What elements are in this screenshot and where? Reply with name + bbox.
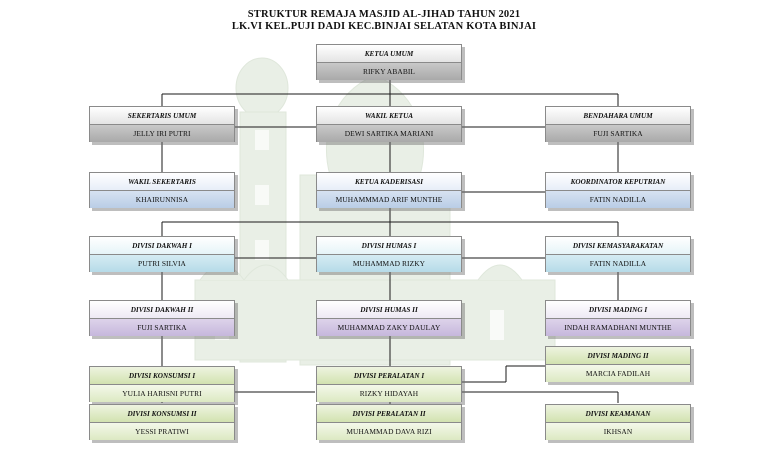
node-role: KETUA UMUM xyxy=(317,45,461,63)
node-ketua-umum: KETUA UMUM RIFKY ABABIL xyxy=(316,44,462,80)
node-role: WAKIL SEKERTARIS xyxy=(90,173,234,191)
node-role: DIVISI KONSUMSI II xyxy=(90,405,234,423)
chart-title: STRUKTUR REMAJA MASJID AL-JIHAD TAHUN 20… xyxy=(247,9,521,20)
node-name: FATIN NADILLA xyxy=(546,191,690,208)
node-koordinator-keputrian: KOORDINATOR KEPUTRIAN FATIN NADILLA xyxy=(545,172,691,208)
node-name: MUHAMMAD ZAKY DAULAY xyxy=(317,319,461,336)
node-role: DIVISI HUMAS II xyxy=(317,301,461,319)
node-role: DIVISI PERALATAN II xyxy=(317,405,461,423)
node-name: INDAH RAMADHANI MUNTHE xyxy=(546,319,690,336)
node-divisi-humas-2: DIVISI HUMAS II MUHAMMAD ZAKY DAULAY xyxy=(316,300,462,336)
node-name: MUHAMMMAD ARIF MUNTHE xyxy=(317,191,461,208)
node-role: BENDAHARA UMUM xyxy=(546,107,690,125)
node-divisi-peralatan-1: DIVISI PERALATAN I RIZKY HIDAYAH xyxy=(316,366,462,402)
node-name: MUHAMMAD RIZKY xyxy=(317,255,461,272)
node-role: SEKERTARIS UMUM xyxy=(90,107,234,125)
node-divisi-kemasyarakatan: DIVISI KEMASYARAKATAN FATIN NADILLA xyxy=(545,236,691,272)
node-name: YULIA HARISNI PUTRI xyxy=(90,385,234,402)
node-divisi-mading-2: DIVISI MADING II MARCIA FADILAH xyxy=(545,346,691,382)
node-role: DIVISI MADING II xyxy=(546,347,690,365)
node-divisi-peralatan-2: DIVISI PERALATAN II MUHAMMAD DAVA RIZI xyxy=(316,404,462,440)
node-role: WAKIL KETUA xyxy=(317,107,461,125)
node-name: YESSI PRATIWI xyxy=(90,423,234,440)
node-role: DIVISI DAKWAH II xyxy=(90,301,234,319)
node-divisi-konsumsi-2: DIVISI KONSUMSI II YESSI PRATIWI xyxy=(89,404,235,440)
node-divisi-dakwah-2: DIVISI DAKWAH II FUJI SARTIKA xyxy=(89,300,235,336)
node-role: DIVISI DAKWAH I xyxy=(90,237,234,255)
node-sekertaris-umum: SEKERTARIS UMUM JELLY IRI PUTRI xyxy=(89,106,235,142)
node-name: MUHAMMAD DAVA RIZI xyxy=(317,423,461,440)
node-divisi-keamanan: DIVISI KEAMANAN IKHSAN xyxy=(545,404,691,440)
node-name: JELLY IRI PUTRI xyxy=(90,125,234,142)
node-divisi-dakwah-1: DIVISI DAKWAH I PUTRI SILVIA xyxy=(89,236,235,272)
node-role: KOORDINATOR KEPUTRIAN xyxy=(546,173,690,191)
node-divisi-mading-1: DIVISI MADING I INDAH RAMADHANI MUNTHE xyxy=(545,300,691,336)
node-name: DEWI SARTIKA MARIANI xyxy=(317,125,461,142)
node-role: DIVISI MADING I xyxy=(546,301,690,319)
node-divisi-humas-1: DIVISI HUMAS I MUHAMMAD RIZKY xyxy=(316,236,462,272)
node-role: DIVISI KEAMANAN xyxy=(546,405,690,423)
node-name: IKHSAN xyxy=(546,423,690,440)
node-divisi-konsumsi-1: DIVISI KONSUMSI I YULIA HARISNI PUTRI xyxy=(89,366,235,402)
node-role: DIVISI PERALATAN I xyxy=(317,367,461,385)
node-name: MARCIA FADILAH xyxy=(546,365,690,382)
node-name: FUJI SARTIKA xyxy=(90,319,234,336)
node-wakil-sekertaris: WAKIL SEKERTARIS KHAIRUNNISA xyxy=(89,172,235,208)
node-role: KETUA KADERISASI xyxy=(317,173,461,191)
node-ketua-kaderisasi: KETUA KADERISASI MUHAMMMAD ARIF MUNTHE xyxy=(316,172,462,208)
chart-subtitle: LK.VI KEL.PUJI DADI KEC.BINJAI SELATAN K… xyxy=(231,21,537,32)
node-role: DIVISI KONSUMSI I xyxy=(90,367,234,385)
node-name: PUTRI SILVIA xyxy=(90,255,234,272)
node-name: FATIN NADILLA xyxy=(546,255,690,272)
node-wakil-ketua: WAKIL KETUA DEWI SARTIKA MARIANI xyxy=(316,106,462,142)
node-name: FUJI SARTIKA xyxy=(546,125,690,142)
node-role: DIVISI KEMASYARAKATAN xyxy=(546,237,690,255)
node-name: RIFKY ABABIL xyxy=(317,63,461,80)
node-bendahara-umum: BENDAHARA UMUM FUJI SARTIKA xyxy=(545,106,691,142)
node-role: DIVISI HUMAS I xyxy=(317,237,461,255)
node-name: RIZKY HIDAYAH xyxy=(317,385,461,402)
node-name: KHAIRUNNISA xyxy=(90,191,234,208)
